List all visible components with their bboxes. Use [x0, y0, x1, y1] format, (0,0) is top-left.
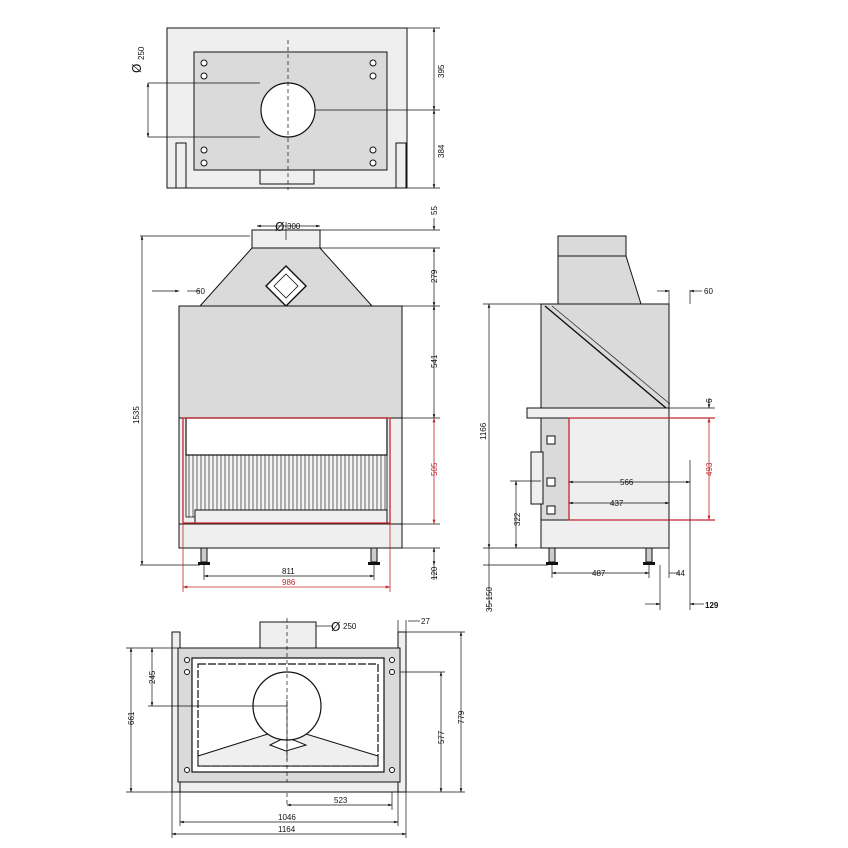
side-shelf	[526, 407, 670, 419]
front-opening-outline	[182, 417, 391, 524]
front-grate	[185, 454, 388, 518]
plan-v1-label: 245	[148, 670, 157, 684]
front-legs	[198, 547, 380, 565]
plan-front-edge	[179, 781, 399, 793]
top-flue-stub	[259, 169, 315, 185]
plan-view: Ø 250 27 245 661 577 779 523 1046 1164	[126, 617, 466, 838]
side-diagonal-brace	[544, 305, 667, 409]
front-inner-width-label: 811	[282, 567, 295, 576]
front-view: Ø 300 55 279 541 505 120 1535 60 811 986	[132, 206, 440, 592]
side-base	[540, 519, 670, 549]
top-v2-label: 384	[437, 144, 446, 158]
side-leg-range-label: 35-150	[485, 587, 494, 612]
side-legs	[546, 547, 655, 565]
plan-v4-label: 779	[457, 710, 466, 724]
plan-w2-label: 1164	[278, 825, 296, 834]
side-offset-label: 129	[705, 601, 719, 610]
top-bolts	[200, 59, 377, 167]
front-side-label: 60	[196, 287, 205, 296]
side-hood	[557, 255, 642, 305]
front-body-label: 541	[430, 354, 439, 368]
side-flue	[557, 235, 627, 257]
side-control-box	[530, 451, 544, 505]
front-opening-label: 505	[430, 462, 439, 476]
side-height-small-label: 322	[513, 512, 522, 526]
side-leg-off-label: 44	[676, 569, 685, 578]
side-leg-depth-label: 487	[592, 569, 606, 578]
plan-edge-label: 27	[421, 617, 430, 626]
plan-centre-label: 523	[334, 796, 348, 805]
front-total-height-label: 1535	[132, 406, 141, 424]
front-hood-label: 279	[430, 269, 439, 283]
side-depth1-label: 566	[620, 478, 634, 487]
plan-phi-symbol: Ø	[331, 620, 340, 634]
front-opening-width-label: 986	[282, 578, 296, 587]
side-total-height-label: 1166	[479, 422, 488, 440]
front-firebox-top	[185, 417, 388, 456]
plan-v3-label: 577	[437, 730, 446, 744]
top-v1-label: 395	[437, 64, 446, 78]
top-phi-symbol: Ø	[130, 64, 144, 73]
top-right-bracket	[395, 142, 407, 189]
front-phi-symbol: Ø	[275, 220, 284, 234]
side-side-label: 60	[704, 287, 713, 296]
front-hearth	[194, 509, 388, 525]
top-view: Ø 250 395 384	[130, 27, 446, 190]
front-body	[178, 305, 403, 419]
side-opening-outline	[568, 417, 715, 521]
side-front-panel	[540, 417, 570, 521]
side-depth2-label: 437	[610, 499, 624, 508]
top-left-bracket	[175, 142, 187, 189]
plan-bolts	[184, 657, 395, 773]
plan-v2-label: 661	[127, 711, 136, 725]
side-small-label: 6	[705, 398, 714, 403]
side-opening-label: 493	[705, 462, 714, 476]
front-legs-label: 120	[430, 566, 439, 580]
plan-w1-label: 1046	[278, 813, 296, 822]
top-dia-label: 250	[137, 46, 146, 60]
front-top-label: 55	[430, 206, 439, 215]
plan-dia-label: 250	[343, 622, 357, 631]
front-base	[178, 523, 403, 549]
plan-flue-stub	[259, 621, 317, 649]
side-view: 60 6 1166 493 566 437 322 35-150 487 44 …	[479, 235, 719, 612]
front-flue-label: 300	[287, 222, 301, 231]
